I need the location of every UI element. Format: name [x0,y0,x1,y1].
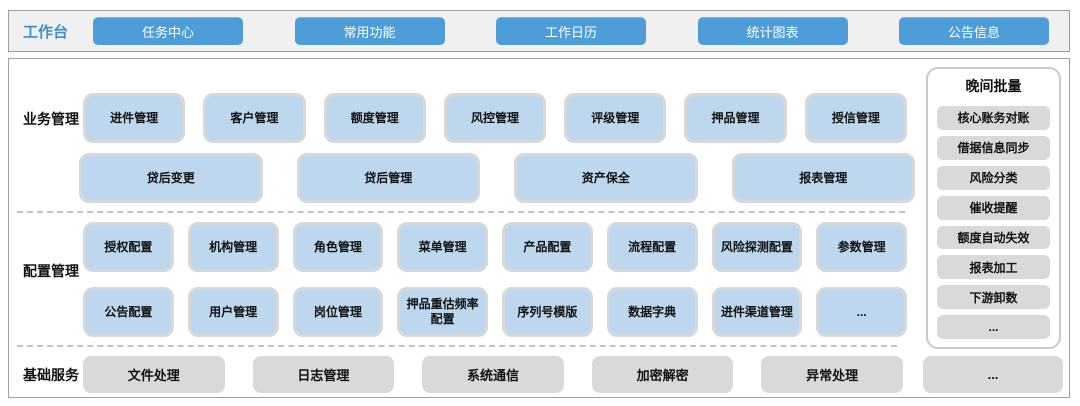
business-module-box-wide[interactable]: 资产保全 [514,153,698,203]
config-module-box[interactable]: 用户管理 [187,287,279,337]
business-module-box[interactable]: 额度管理 [323,93,426,143]
business-module-box[interactable]: 评级管理 [564,93,667,143]
modules-panel: 业务管理 进件管理 客户管理 额度管理 风控管理 评级管理 押品管理 授信管理 … [8,58,1070,398]
config-module-box[interactable]: 风险探测配置 [711,222,803,272]
config-module-box[interactable]: 角色管理 [292,222,384,272]
workbench-topbar: 工作台 任务中心 常用功能 工作日历 统计图表 公告信息 [8,10,1070,52]
base-services-row: 文件处理 日志管理 系统通信 加密解密 异常处理 [83,356,903,393]
base-service-more-box[interactable]: ... [923,356,1063,393]
base-service-box[interactable]: 文件处理 [83,356,225,393]
batch-task-more-item[interactable]: ... [937,315,1050,339]
topbar-button-common-functions[interactable]: 常用功能 [294,17,445,45]
config-module-box[interactable]: 押品重估频率配置 [397,287,488,337]
business-module-box-wide[interactable]: 贷后变更 [79,153,263,203]
topbar-button-group: 任务中心 常用功能 工作日历 统计图表 公告信息 [83,17,1055,45]
batch-task-item[interactable]: 下游卸数 [937,285,1050,310]
config-module-box[interactable]: 产品配置 [502,222,593,272]
config-module-box[interactable]: 进件渠道管理 [711,287,803,337]
workbench-label: 工作台 [23,23,69,41]
section-label-base: 基础服务 [23,367,79,383]
config-module-box[interactable]: 公告配置 [83,287,174,337]
section-label-business: 业务管理 [23,111,79,127]
config-module-box[interactable]: 菜单管理 [397,222,488,272]
batch-task-item[interactable]: 催收提醒 [937,195,1050,220]
business-row-1: 进件管理 客户管理 额度管理 风控管理 评级管理 押品管理 授信管理 [83,93,907,143]
business-module-box[interactable]: 客户管理 [203,93,306,143]
config-module-box[interactable]: ... [816,287,907,337]
night-batch-title: 晚间批量 [965,78,1022,94]
night-batch-panel: 晚间批量 核心账务对账 借据信息同步 风险分类 催收提醒 额度自动失效 报表加工… [926,67,1061,349]
topbar-button-statistics-charts[interactable]: 统计图表 [697,17,848,45]
topbar-button-announcements[interactable]: 公告信息 [899,17,1049,45]
base-service-box[interactable]: 加密解密 [591,356,734,393]
config-module-box[interactable]: 机构管理 [187,222,279,272]
section-label-config: 配置管理 [23,263,79,279]
business-module-box[interactable]: 进件管理 [83,93,186,143]
config-row-2: 公告配置 用户管理 岗位管理 押品重估频率配置 序列号模版 数据字典 进件渠道管… [83,287,907,337]
base-service-box[interactable]: 系统通信 [422,356,564,393]
batch-task-item[interactable]: 借据信息同步 [937,135,1050,160]
config-row-1: 授权配置 机构管理 角色管理 菜单管理 产品配置 流程配置 风险探测配置 参数管… [83,222,907,272]
base-service-box[interactable]: 异常处理 [761,356,903,393]
business-module-box-wide[interactable]: 报表管理 [731,153,915,203]
batch-task-item[interactable]: 额度自动失效 [937,225,1050,250]
batch-task-item[interactable]: 风险分类 [937,165,1050,190]
config-module-box[interactable]: 序列号模版 [502,287,593,337]
config-module-box[interactable]: 流程配置 [606,222,698,272]
config-module-box[interactable]: 授权配置 [83,222,174,272]
business-module-box[interactable]: 授信管理 [804,93,907,143]
business-module-box[interactable]: 押品管理 [684,93,787,143]
base-service-box[interactable]: 日志管理 [252,356,395,393]
topbar-button-task-center[interactable]: 任务中心 [93,17,243,45]
config-module-box[interactable]: 参数管理 [816,222,907,272]
section-divider [17,211,905,213]
batch-task-item[interactable]: 报表加工 [937,255,1050,280]
business-module-box[interactable]: 风控管理 [443,93,547,143]
business-module-box-wide[interactable]: 贷后管理 [296,153,480,203]
section-divider [17,345,897,347]
business-row-2: 贷后变更 贷后管理 资产保全 报表管理 [79,153,915,203]
batch-task-item[interactable]: 核心账务对账 [937,106,1050,130]
topbar-button-work-calendar[interactable]: 工作日历 [496,17,646,45]
config-module-box[interactable]: 数据字典 [606,287,698,337]
config-module-box[interactable]: 岗位管理 [292,287,384,337]
